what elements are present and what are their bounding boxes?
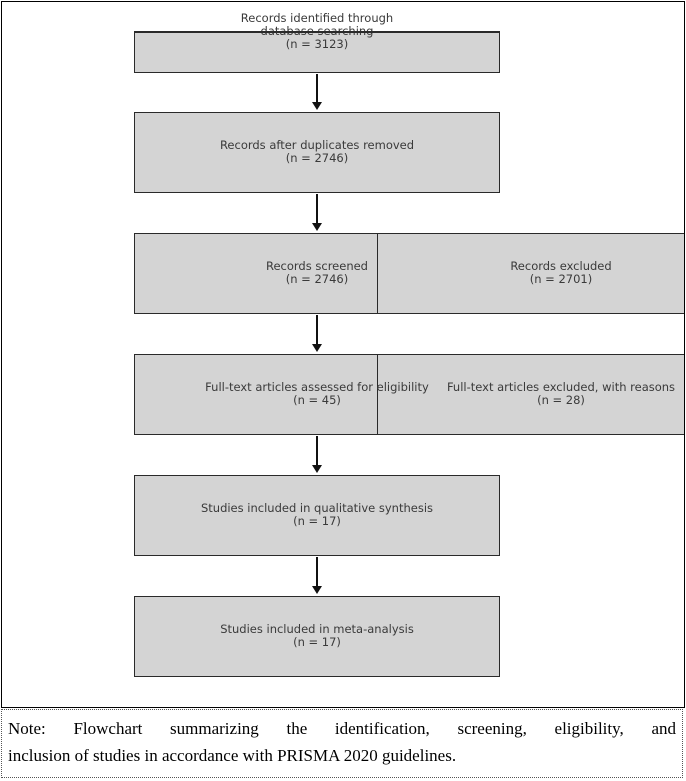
box-qualitative-synthesis: [134, 475, 500, 556]
text-line: Full-text articles excluded, with reason…: [446, 380, 676, 394]
text-line: (n = 3123): [285, 37, 349, 51]
text-line: (n = 2746): [285, 272, 349, 286]
text-line: Studies included in meta-analysis: [220, 622, 414, 636]
label-meta-analysis: Studies included in meta-analysis (n = 1…: [134, 623, 500, 649]
label-duplicates-removed: Records after duplicates removed (n = 27…: [134, 139, 500, 165]
text-line: (n = 28): [537, 393, 585, 407]
arrow-down: [312, 557, 322, 594]
label-records-identified-top: Records identified through database sear…: [134, 12, 500, 51]
note-line-1: Note: Flowchart summarizing the identifi…: [8, 719, 676, 738]
text-line: Records after duplicates removed: [219, 138, 415, 152]
label-records-screened: Records screened (n = 2746): [134, 260, 500, 286]
arrow-down: [312, 194, 322, 231]
box-records-excluded: [377, 233, 684, 314]
text-line: (n = 45): [293, 393, 341, 407]
text-line: (n = 17): [293, 635, 341, 649]
text-line: Records excluded: [510, 259, 612, 273]
text-line: Studies included in qualitative synthesi…: [200, 501, 434, 515]
label-records-excluded: Records excluded (n = 2701): [438, 260, 684, 286]
box-fulltext-excluded: [377, 354, 684, 435]
label-qualitative-synthesis: Studies included in qualitative synthesi…: [134, 502, 500, 528]
arrow-down: [312, 436, 322, 473]
flowchart-frame: Records identified through database sear…: [1, 1, 685, 708]
text-line: Records screened: [266, 259, 368, 273]
arrow-down: [312, 315, 322, 352]
text-line: Records identified through: [240, 11, 394, 25]
text-line: (n = 17): [293, 514, 341, 528]
box-meta-analysis: [134, 596, 500, 677]
box-duplicates-removed: [134, 112, 500, 193]
label-fulltext-assessed: Full-text articles assessed for eligibil…: [134, 381, 500, 407]
figure-note: Note: Flowchart summarizing the identifi…: [1, 709, 683, 778]
text-line: (n = 2746): [285, 151, 349, 165]
note-line-2: inclusion of studies in accordance with …: [8, 746, 457, 765]
label-fulltext-excluded: Full-text articles excluded, with reason…: [438, 381, 684, 407]
arrow-down: [312, 74, 322, 110]
text-line: (n = 2701): [529, 272, 593, 286]
text-line: Full-text articles assessed for eligibil…: [205, 380, 429, 394]
